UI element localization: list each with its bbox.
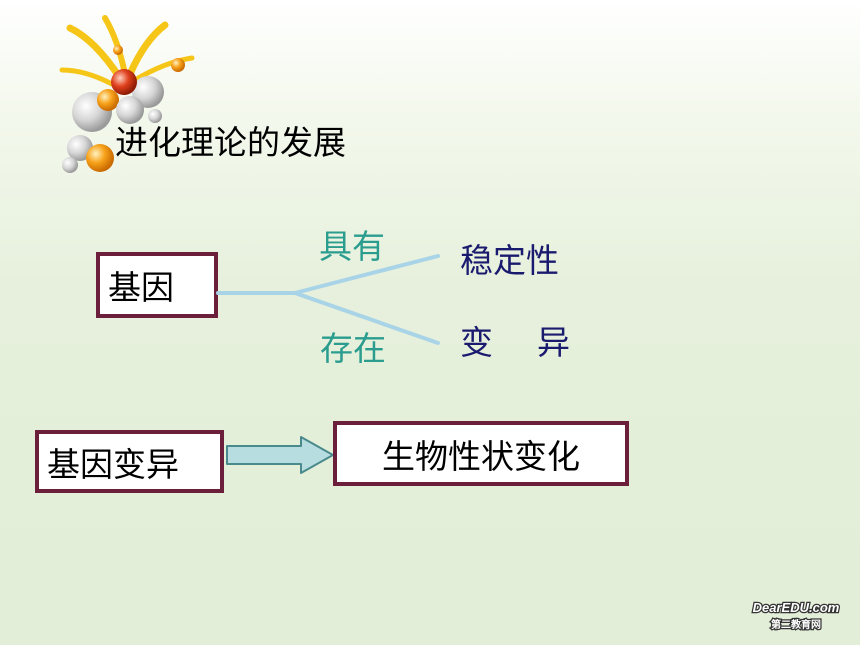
gene-variation-label: 基因变异 <box>47 444 179 484</box>
branch-connector <box>216 254 440 345</box>
slide-title: 进化理论的发展 <box>115 123 346 162</box>
trait-change-box: 生物性状变化 <box>333 421 629 486</box>
result-variation: 变异 <box>460 316 570 364</box>
right-arrow-icon <box>226 436 334 474</box>
decorative-fireworks-icon <box>59 15 195 173</box>
logo-text-sub: 第二教育网 <box>771 618 821 631</box>
trait-change-label: 生物性状变化 <box>382 436 580 476</box>
branch-label-have: 具有 <box>319 227 385 266</box>
result-stability: 稳定性 <box>460 241 559 280</box>
branch-label-exist: 存在 <box>320 329 386 368</box>
result-variation-char-1: 变 <box>460 323 493 362</box>
logo-text-main: DearEDU.com <box>753 600 840 615</box>
result-variation-char-2: 异 <box>537 323 570 362</box>
gene-variation-box: 基因变异 <box>35 430 224 493</box>
dearedu-logo: DearEDU.com 第二教育网 <box>751 599 841 632</box>
gene-box: 基因 <box>96 252 218 318</box>
gene-label: 基因 <box>108 268 174 307</box>
